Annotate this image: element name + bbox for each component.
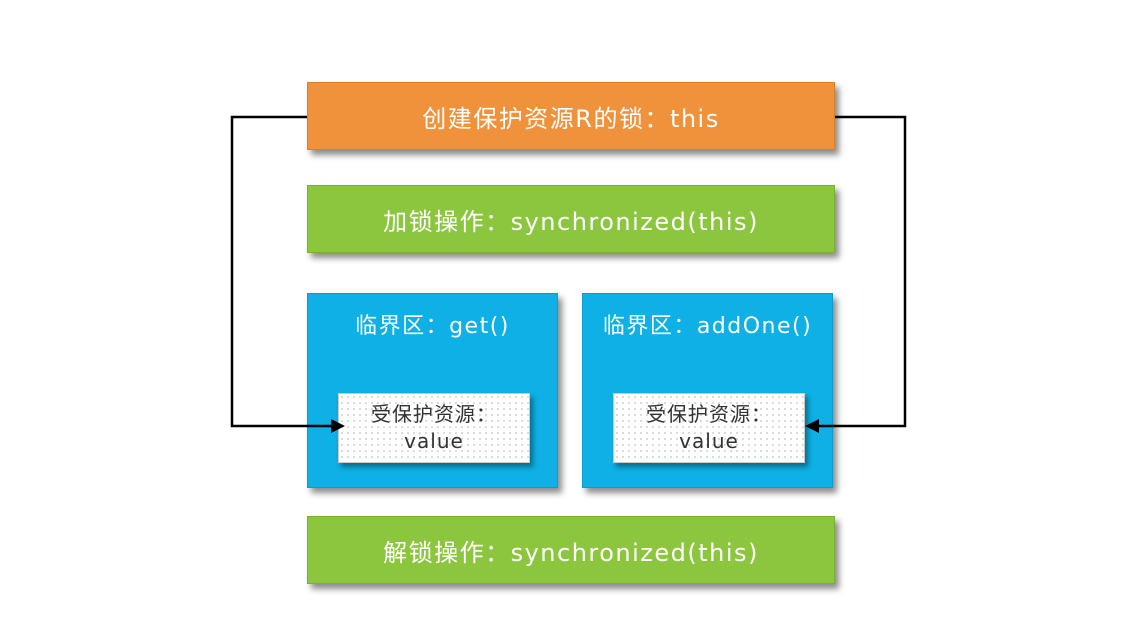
- critical-section-addone-label: 临界区：addOne(): [602, 314, 813, 339]
- lock-operation-box: 加锁操作：synchronized(this): [307, 185, 835, 253]
- protected-resource-box-left: 受保护资源： value: [338, 393, 530, 463]
- protected-resource-value-right: value: [679, 429, 739, 453]
- create-lock-label: 创建保护资源R的锁：this: [422, 104, 720, 133]
- protected-resource-value-left: value: [404, 429, 464, 453]
- protected-resource-box-right: 受保护资源： value: [613, 393, 805, 463]
- unlock-operation-label: 解锁操作：synchronized(this): [383, 538, 759, 567]
- critical-section-get-label: 临界区：get(): [355, 314, 510, 339]
- critical-section-addone-box: 临界区：addOne() 受保护资源： value: [582, 293, 833, 488]
- critical-section-get-box: 临界区：get() 受保护资源： value: [307, 293, 558, 488]
- protected-resource-label-left: 受保护资源：: [371, 402, 497, 426]
- unlock-operation-box: 解锁操作：synchronized(this): [307, 516, 835, 584]
- create-lock-box: 创建保护资源R的锁：this: [307, 82, 835, 150]
- protected-resource-label-right: 受保护资源：: [646, 402, 772, 426]
- lock-operation-label: 加锁操作：synchronized(this): [383, 207, 759, 236]
